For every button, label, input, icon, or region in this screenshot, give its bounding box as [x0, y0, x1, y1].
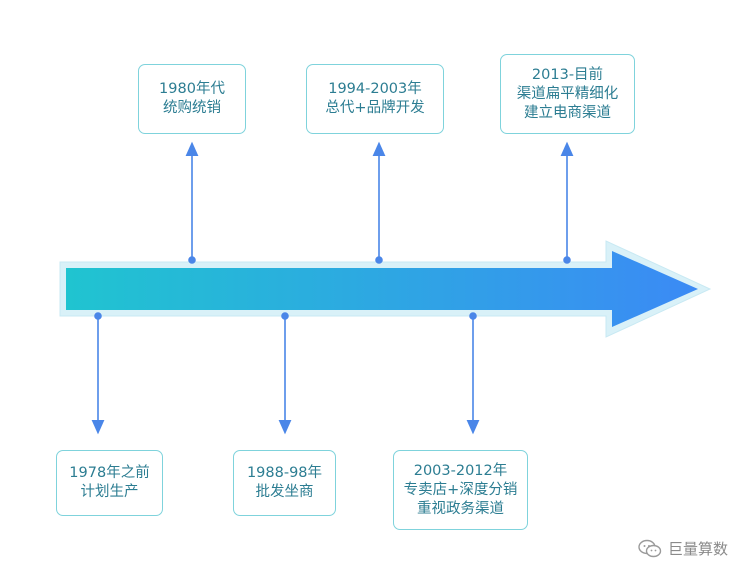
connector-dot-1994	[375, 256, 383, 264]
timeline-arrow-body	[66, 251, 698, 327]
watermark-text: 巨量算数	[667, 540, 728, 558]
stage-box-1980: 1980年代 统购统销	[138, 64, 246, 134]
watermark: 巨量算数	[638, 538, 728, 559]
stage-box-2013: 2013-目前 渠道扁平精细化 建立电商渠道	[500, 54, 635, 134]
stage-line: 计划生产	[80, 484, 139, 500]
stage-line: 1994-2003年	[328, 81, 422, 97]
stage-line: 总代+品牌开发	[325, 100, 425, 116]
stage-box-1978: 1978年之前 计划生产	[56, 450, 163, 516]
connector-dot-2013	[563, 256, 571, 264]
wechat-icon	[638, 539, 662, 557]
connector-dot-1988	[281, 312, 289, 320]
stage-box-1994: 1994-2003年 总代+品牌开发	[306, 64, 444, 134]
stage-line: 批发坐商	[255, 484, 314, 500]
connectors-above	[185, 141, 574, 264]
connectors-below	[91, 312, 480, 435]
stage-box-2003: 2003-2012年 专卖店+深度分销 重视政务渠道	[393, 450, 528, 530]
stage-line: 2013-目前	[531, 66, 604, 83]
stage-line: 专卖店+深度分销	[403, 481, 518, 498]
stage-line: 1980年代	[159, 81, 225, 97]
stage-line: 1978年之前	[69, 465, 150, 481]
stage-line: 建立电商渠道	[524, 104, 611, 121]
connector-dot-2003	[469, 312, 477, 320]
connector-dot-1978	[94, 312, 102, 320]
stage-line: 渠道扁平精细化	[516, 85, 619, 102]
stage-line: 重视政务渠道	[417, 500, 504, 517]
stage-line: 统购统销	[163, 100, 221, 116]
stage-line: 2003-2012年	[413, 462, 508, 479]
stage-line: 1988-98年	[246, 465, 323, 481]
stage-box-1988: 1988-98年 批发坐商	[233, 450, 336, 516]
connector-dot-1980	[188, 256, 196, 264]
